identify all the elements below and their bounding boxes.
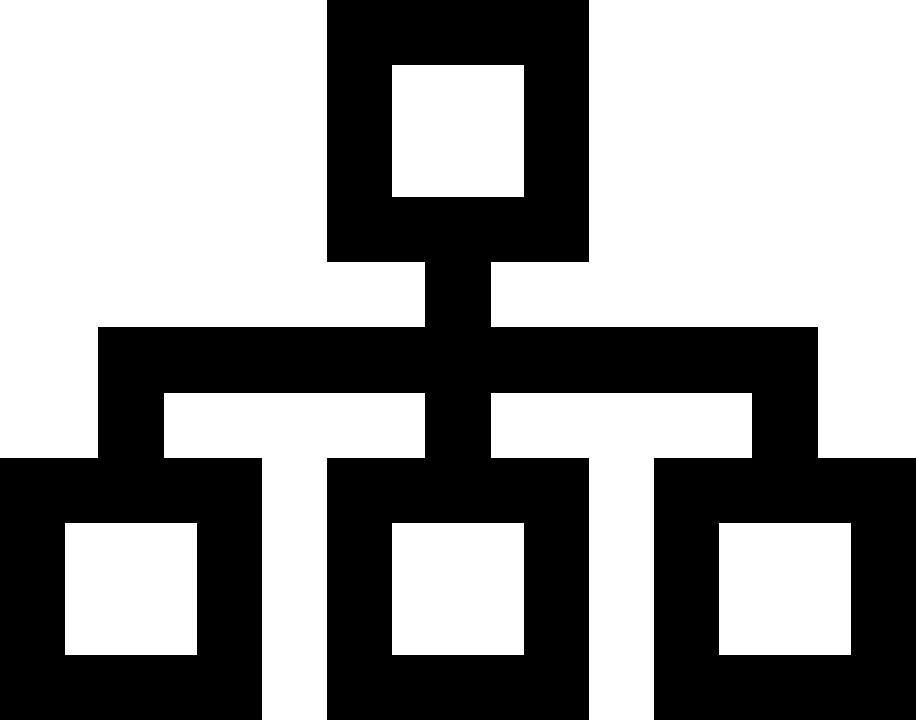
node-child-right [654,458,916,720]
drop-middle [425,390,491,460]
drop-right [752,390,818,460]
root-stem [425,260,491,330]
node-child-left [0,458,262,720]
horizontal-bus [98,327,818,393]
drop-left [98,390,164,460]
node-child-middle [327,458,589,720]
node-root [327,0,589,262]
connector-lines [98,260,818,460]
